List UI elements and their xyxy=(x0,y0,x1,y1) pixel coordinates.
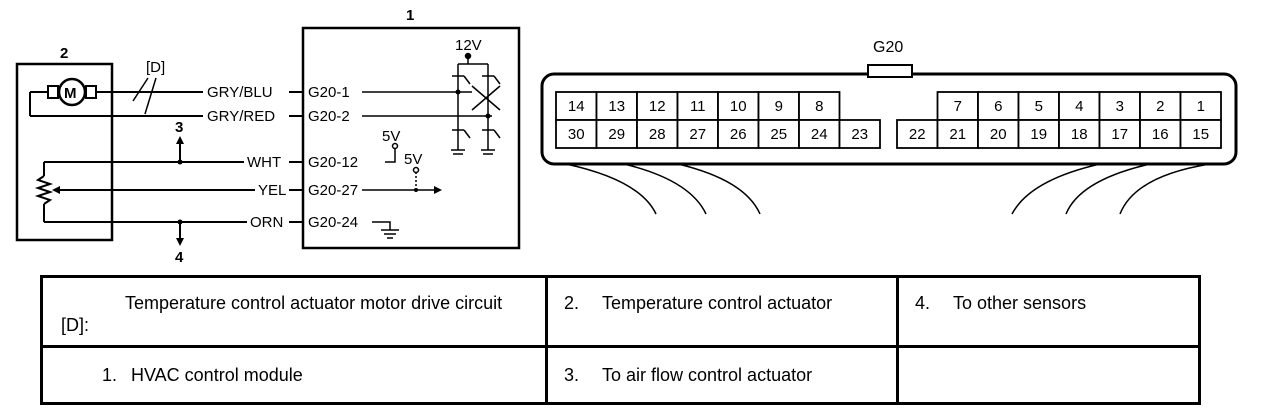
connector-pin-cell xyxy=(555,91,598,121)
connector-pin-cell xyxy=(977,119,1020,149)
connector-pin-number: 23 xyxy=(851,126,868,143)
connector-pin-cell xyxy=(1017,119,1060,149)
connector-pin-number: 17 xyxy=(1111,126,1128,143)
connector-name: G20 xyxy=(873,39,903,56)
connector-pin-number: 1 xyxy=(1197,98,1205,115)
connector-pin-number: 29 xyxy=(608,126,625,143)
connector-pin-number: 27 xyxy=(689,126,706,143)
connector-pin-cell xyxy=(838,119,881,149)
wiring-diagram: 2 M [D] 3 4 GRY/BLU GRY/RED WHT YEL ORN xyxy=(15,7,1238,266)
motor-symbol: M xyxy=(47,77,97,107)
hvac-module-box xyxy=(301,26,521,250)
module-callout: 1 xyxy=(406,7,414,24)
pin-label-27: G20-27 xyxy=(308,182,358,199)
connector-pin-cell xyxy=(636,119,679,149)
connector-pin-cell xyxy=(1139,91,1182,121)
connector-pin-number: 22 xyxy=(909,126,926,143)
legend-cell-2: 2. Temperature control actuator xyxy=(545,275,899,348)
wire-color-5: ORN xyxy=(250,214,283,231)
connector-pin-cell xyxy=(595,119,638,149)
connector-pin-number: 15 xyxy=(1192,126,1209,143)
wire-color-1: GRY/BLU xyxy=(207,84,273,101)
connector-pin-cell xyxy=(936,91,979,121)
legend-key-1: 1. xyxy=(101,365,117,385)
connector-pin-number: 6 xyxy=(994,98,1002,115)
connector-pin-number: 2 xyxy=(1156,98,1164,115)
connector-pin-cell xyxy=(1179,119,1222,149)
legend-cell-4: 4. To other sensors xyxy=(896,275,1201,348)
connector-pin-number: 19 xyxy=(1030,126,1047,143)
legend-text-d: Temperature control actuator motor drive… xyxy=(125,293,503,313)
legend-key-3: 3. xyxy=(564,365,580,385)
legend-text-1: HVAC control module xyxy=(131,365,303,385)
connector-pin-number: 7 xyxy=(954,98,962,115)
connector-pin-cell xyxy=(1098,119,1141,149)
connector-pin-number: 18 xyxy=(1071,126,1088,143)
connector-pin-number: 21 xyxy=(949,126,966,143)
h-bridge-driver xyxy=(451,52,501,155)
actuator-callout: 2 xyxy=(60,45,68,62)
wire-color-4: YEL xyxy=(258,182,286,199)
legend-cell-1: 1. HVAC control module xyxy=(40,345,548,405)
connector-pin-number: 13 xyxy=(608,98,625,115)
legend-cell-d: [D]: Temperature control actuator motor … xyxy=(40,275,548,348)
legend-key-2: 2. xyxy=(564,293,580,313)
connector-pin-cell xyxy=(1058,91,1101,121)
connector-pin-number: 12 xyxy=(649,98,666,115)
voltage-5v-b: 5V xyxy=(404,151,422,168)
connector-latch xyxy=(867,64,913,78)
connector-pin-number: 14 xyxy=(568,98,585,115)
sensors-callout: 4 xyxy=(175,249,184,266)
connector-pin-number: 24 xyxy=(811,126,828,143)
connector-pin-number: 11 xyxy=(690,98,706,115)
connector-pin-cell xyxy=(1058,119,1101,149)
connector-pin-number: 8 xyxy=(815,98,823,115)
airflow-callout: 3 xyxy=(175,119,183,136)
circuit-callout: [D] xyxy=(146,59,165,76)
legend-key-d: [D]: xyxy=(61,315,90,335)
legend-text-4: To other sensors xyxy=(953,293,1087,313)
connector-pin-cell xyxy=(717,119,760,149)
potentiometer-symbol xyxy=(34,162,60,222)
motor-label: M xyxy=(64,85,77,102)
connector-pin-number: 4 xyxy=(1075,98,1083,115)
pin-label-12: G20-12 xyxy=(308,154,358,171)
legend-text-2: Temperature control actuator xyxy=(602,293,833,313)
connector-pin-number: 20 xyxy=(990,126,1007,143)
voltage-12v: 12V xyxy=(455,37,482,54)
legend-text-3: To air flow control actuator xyxy=(602,365,813,385)
actuator-box xyxy=(15,62,114,242)
connector-pin-number: 28 xyxy=(649,126,666,143)
pin-label-24: G20-24 xyxy=(308,214,358,231)
legend-table: [D]: Temperature control actuator motor … xyxy=(40,275,1201,405)
legend-key-4: 4. xyxy=(915,293,931,313)
connector-pin-cell xyxy=(676,119,719,149)
connector-pin-number: 5 xyxy=(1035,98,1043,115)
connector-pin-cell xyxy=(936,119,979,149)
wire-harness xyxy=(565,163,1211,215)
connector-pin-number: 10 xyxy=(730,98,747,115)
voltage-5v-a: 5V xyxy=(382,128,400,145)
connector-pin-number: 16 xyxy=(1152,126,1169,143)
legend-cell-empty xyxy=(896,345,1201,405)
connector-pin-number: 25 xyxy=(770,126,787,143)
pin-label-2: G20-2 xyxy=(308,108,350,125)
pin-label-1: G20-1 xyxy=(308,84,350,101)
connector-pin-number: 3 xyxy=(1116,98,1124,115)
legend-cell-3: 3. To air flow control actuator xyxy=(545,345,899,405)
connector-pin-number: 30 xyxy=(568,126,585,143)
wire-color-3: WHT xyxy=(247,154,281,171)
connector-pin-number: 9 xyxy=(775,98,783,115)
connector-pin-number: 26 xyxy=(730,126,747,143)
wire-color-2: GRY/RED xyxy=(207,108,275,125)
